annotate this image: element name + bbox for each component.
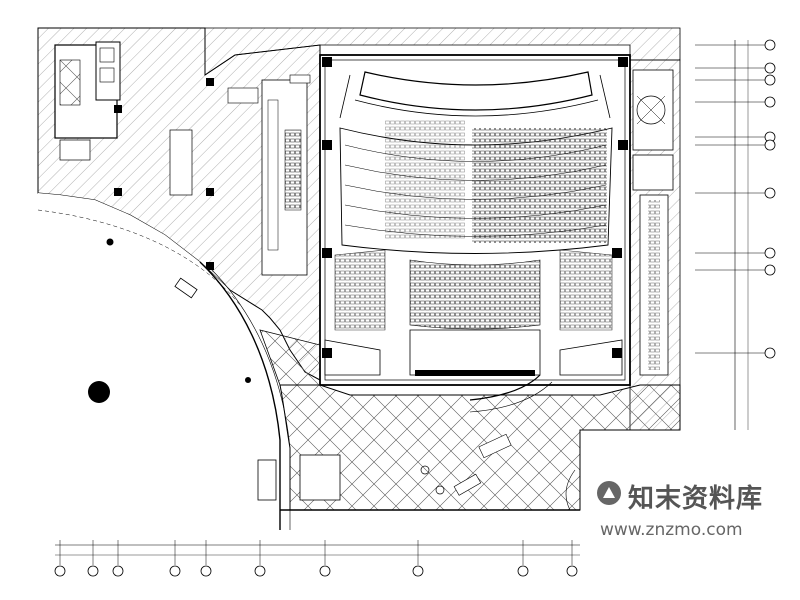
bottom-axis-bubble <box>112 565 124 577</box>
watermark-backdrop <box>590 474 795 554</box>
lobby <box>259 329 681 511</box>
stage-edge <box>359 71 593 111</box>
east-rooms <box>632 69 674 376</box>
bottom-axis-bubble <box>319 565 331 577</box>
right-axis-bubble <box>764 39 776 51</box>
right-axis-bubble <box>764 62 776 74</box>
watermark-title: 知末资料库 <box>628 484 764 514</box>
bottom-axis-bubble <box>412 565 424 577</box>
right-axis-bubble <box>764 347 776 359</box>
znzmo-logo-icon <box>597 481 621 505</box>
right-axis-bubble <box>764 187 776 199</box>
bottom-dimension-axes <box>54 540 580 577</box>
bottom-axis-bubble <box>254 565 266 577</box>
right-dimension-axes <box>695 39 776 430</box>
west-foyer <box>227 74 311 276</box>
auditorium <box>319 54 631 386</box>
right-axis-bubble <box>764 264 776 276</box>
bottom-axis-bubble <box>87 565 99 577</box>
bottom-axis-bubble <box>200 565 212 577</box>
bottom-axis-markers <box>54 540 578 577</box>
bottom-axis-bubble <box>169 565 181 577</box>
right-axis-markers <box>695 39 776 359</box>
right-axis-bubble <box>764 96 776 108</box>
watermark-url: www.znzmo.com <box>600 520 743 540</box>
bottom-axis-bubble <box>54 565 66 577</box>
right-axis-bubble <box>764 247 776 259</box>
bottom-axis-bubble <box>566 565 578 577</box>
right-axis-bubble <box>764 139 776 151</box>
service-core <box>54 41 214 270</box>
right-axis-bubble <box>764 74 776 86</box>
bottom-axis-bubble <box>517 565 529 577</box>
plaza <box>37 193 291 530</box>
